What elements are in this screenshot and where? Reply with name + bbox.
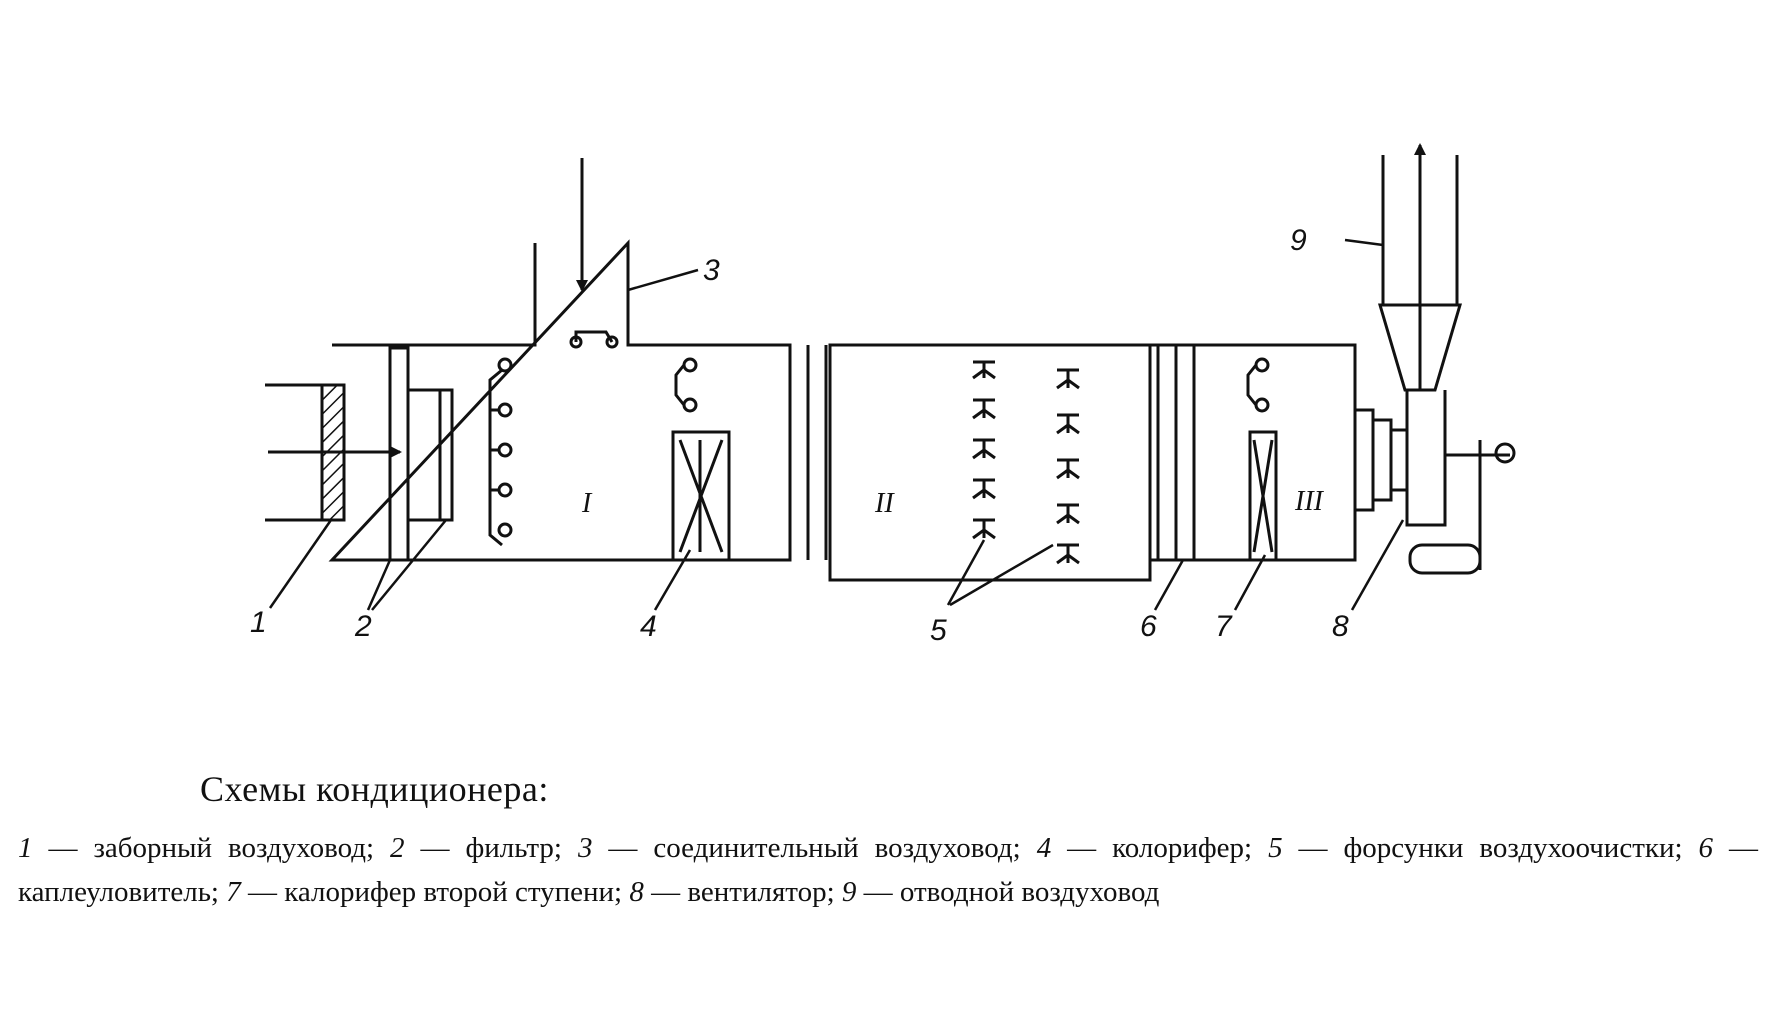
caption-legend: 1 — заборный воздуховод; 2 — фильтр; 3 —… — [18, 826, 1758, 914]
legend-text-5: — форсунки воздухоочистки; — [1282, 832, 1699, 864]
section-three-housing — [1150, 343, 1357, 562]
callout-8: 8 — [1332, 610, 1349, 643]
legend-num-2: 2 — [390, 832, 405, 864]
legend-num-8: 8 — [629, 876, 644, 908]
legend-num-4: 4 — [1036, 832, 1052, 864]
callout-3: 3 — [703, 254, 720, 287]
heater-first-stage — [671, 357, 731, 562]
exhaust-duct — [1377, 143, 1463, 392]
legend-text-9: — отводной воздуховод — [856, 876, 1160, 908]
leader-lines — [268, 238, 1405, 611]
section-label-I: I — [581, 488, 593, 519]
air-damper — [569, 330, 619, 349]
legend-text-6: — каплеуловитель; — [18, 832, 1758, 908]
legend-text-4: — колорифер; — [1051, 832, 1269, 864]
intake-duct — [265, 383, 402, 522]
bypass-valves — [488, 357, 513, 547]
legend-text-3: — соединительный воздуховод; — [592, 832, 1037, 864]
heater-second-stage — [1246, 357, 1278, 562]
callout-6: 6 — [1140, 610, 1157, 643]
legend-text-8: — вентилятор; — [643, 876, 842, 908]
droplet-separator — [1156, 345, 1196, 560]
callout-4: 4 — [640, 610, 657, 643]
legend-num-5: 5 — [1268, 832, 1283, 864]
callout-9: 9 — [1290, 224, 1307, 257]
spray-nozzles — [972, 360, 1080, 565]
section-two-housing — [828, 343, 1152, 582]
callout-2: 2 — [354, 610, 372, 643]
section-label-II: II — [874, 488, 895, 519]
filter-element — [388, 346, 454, 562]
legend-num-9: 9 — [841, 876, 857, 908]
callout-7: 7 — [1215, 610, 1233, 643]
callout-5: 5 — [930, 614, 947, 647]
legend-num-3: 3 — [577, 832, 593, 864]
legend-text-1: — заборный воздуховод; — [32, 832, 391, 864]
legend-num-6: 6 — [1698, 832, 1714, 864]
section-one-housing — [328, 239, 792, 562]
legend-text-7: — калорифер второй ступени; — [240, 876, 630, 908]
section-separator — [788, 345, 828, 560]
legend-text-2: — фильтр; — [404, 832, 578, 864]
section-label-III: III — [1294, 486, 1325, 517]
air-conditioner-diagram: 1 2 3 4 5 6 7 8 9 I II III — [250, 143, 1516, 647]
callout-1: 1 — [250, 606, 267, 639]
legend-num-1: 1 — [18, 832, 33, 864]
caption-title: Схемы кондиционера: — [200, 769, 549, 809]
fan — [1353, 390, 1516, 575]
legend-num-7: 7 — [226, 876, 241, 908]
